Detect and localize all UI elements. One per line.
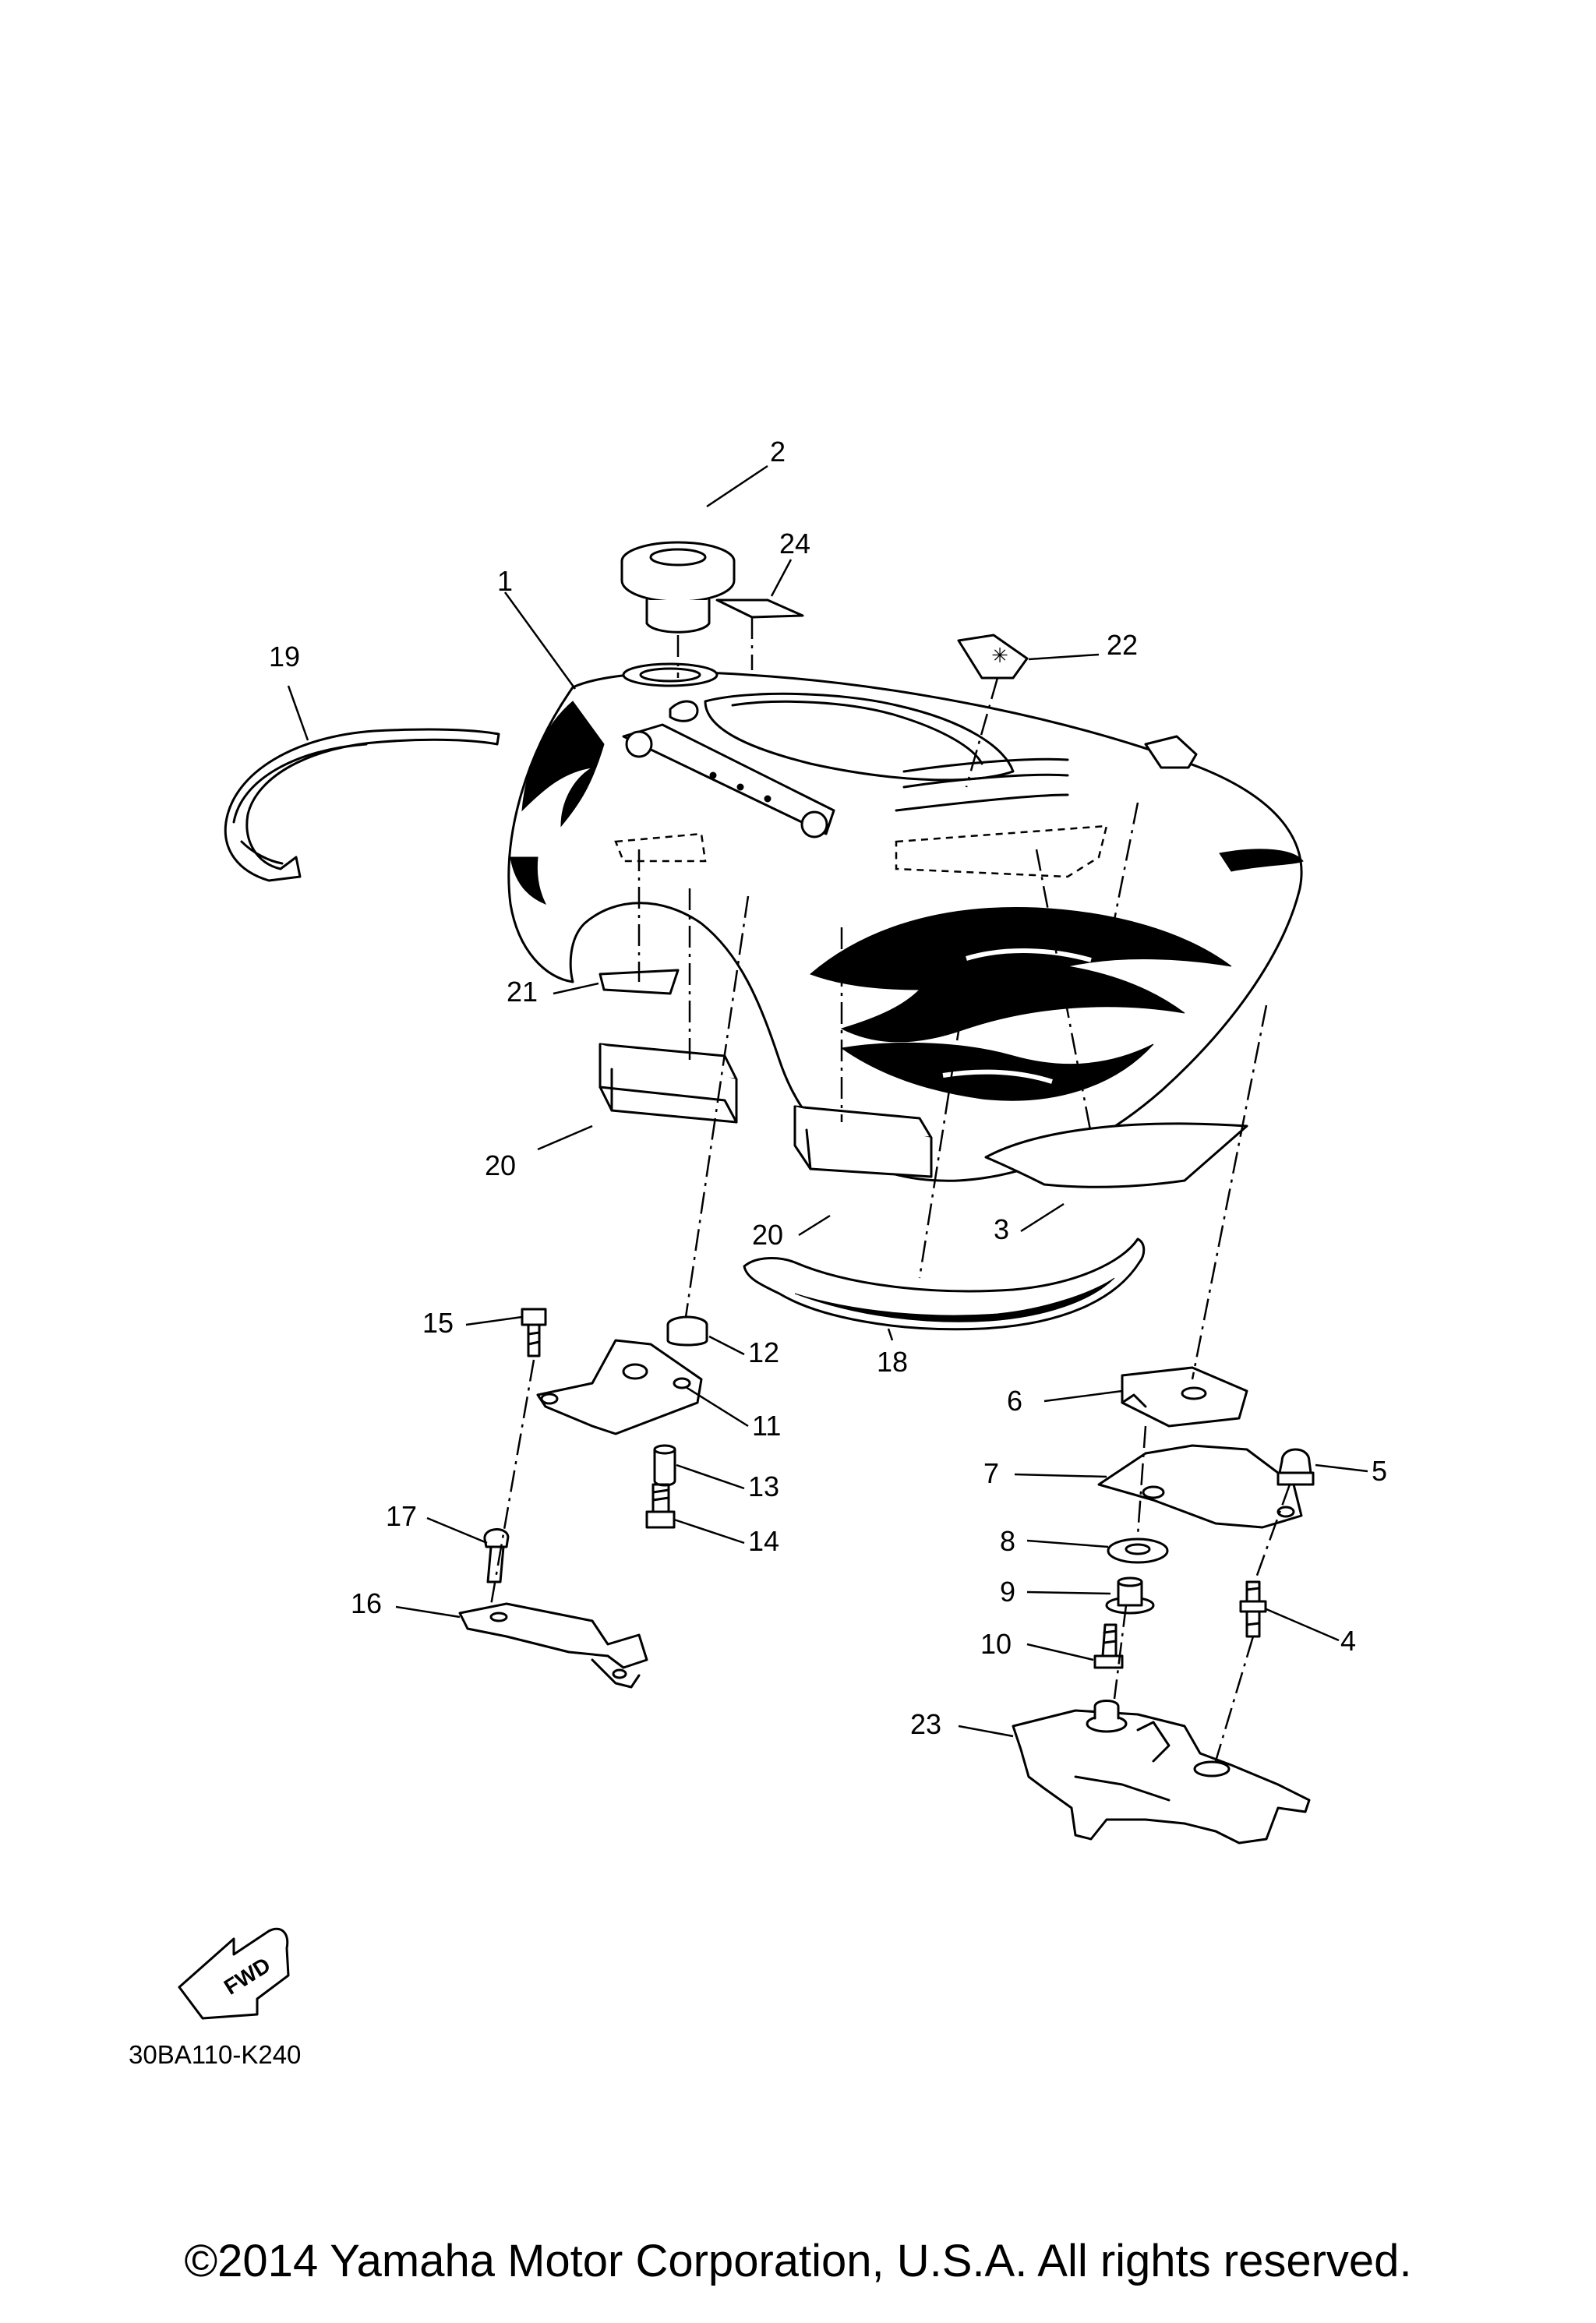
- callout-6: 6: [1007, 1385, 1022, 1417]
- callout-22: 22: [1107, 629, 1138, 661]
- fuel-cap: [620, 541, 736, 634]
- collar-13: [653, 1444, 676, 1487]
- bracket-11: [536, 1339, 703, 1435]
- washer-8: [1107, 1537, 1169, 1564]
- label-24: [715, 598, 804, 619]
- callout-18: 18: [877, 1346, 908, 1378]
- callout-4: 4: [1340, 1625, 1356, 1657]
- callout-19: 19: [269, 641, 300, 673]
- callout-2: 2: [770, 436, 786, 468]
- side-panel-3: [984, 1122, 1248, 1188]
- trim-strip-18: [743, 1237, 1146, 1331]
- callout-20a: 20: [485, 1149, 516, 1181]
- bolt-14: [645, 1483, 676, 1529]
- fwd-direction-arrow: FWD: [178, 1927, 290, 2020]
- bolt-15: [521, 1308, 547, 1357]
- callout-9: 9: [1000, 1576, 1015, 1608]
- callout-5: 5: [1372, 1455, 1387, 1487]
- bolt-10: [1093, 1623, 1124, 1669]
- rubber-pad-20a: [598, 1043, 738, 1124]
- copyright-notice: ©2014 Yamaha Motor Corporation, U.S.A. A…: [184, 2236, 1412, 2286]
- fuel-tank: [507, 662, 1304, 1182]
- callout-21: 21: [507, 976, 538, 1008]
- callout-13: 13: [748, 1470, 779, 1502]
- svg-text:✳: ✳: [991, 644, 1008, 668]
- callout-11: 11: [752, 1410, 781, 1442]
- collar-9: [1105, 1576, 1155, 1615]
- callout-8: 8: [1000, 1525, 1015, 1557]
- tank-trim-strip: [224, 728, 500, 882]
- callout-23: 23: [910, 1708, 941, 1740]
- bracket-7: [1097, 1444, 1303, 1529]
- callout-labels: 1 2 3 4 5 6 7 8 9 10 11 12 13 14 15 16 1…: [269, 436, 1387, 1740]
- callout-7: 7: [983, 1457, 999, 1489]
- callout-12: 12: [748, 1336, 779, 1368]
- callout-16: 16: [351, 1587, 382, 1619]
- callout-10: 10: [980, 1628, 1012, 1660]
- callout-20b: 20: [752, 1219, 783, 1251]
- tank-mount-bracket: [622, 700, 835, 838]
- leader-lines: [287, 464, 1368, 1762]
- damper-6: [1121, 1366, 1248, 1428]
- nut-5: [1276, 1448, 1315, 1486]
- callout-15: 15: [422, 1307, 454, 1339]
- rubber-pad-20b: [793, 1105, 933, 1178]
- stud-4: [1239, 1580, 1267, 1638]
- callout-24: 24: [779, 528, 810, 560]
- callout-17: 17: [386, 1500, 417, 1532]
- diagram-part-code: 30BA110-K240: [129, 2040, 301, 2069]
- callout-14: 14: [748, 1525, 779, 1557]
- emblem-label: ✳: [957, 634, 1029, 680]
- grommet-12: [666, 1315, 708, 1347]
- bracket-23: [1012, 1700, 1311, 1845]
- callout-3: 3: [994, 1213, 1009, 1245]
- callout-1: 1: [497, 565, 513, 597]
- bracket-16: [458, 1602, 648, 1689]
